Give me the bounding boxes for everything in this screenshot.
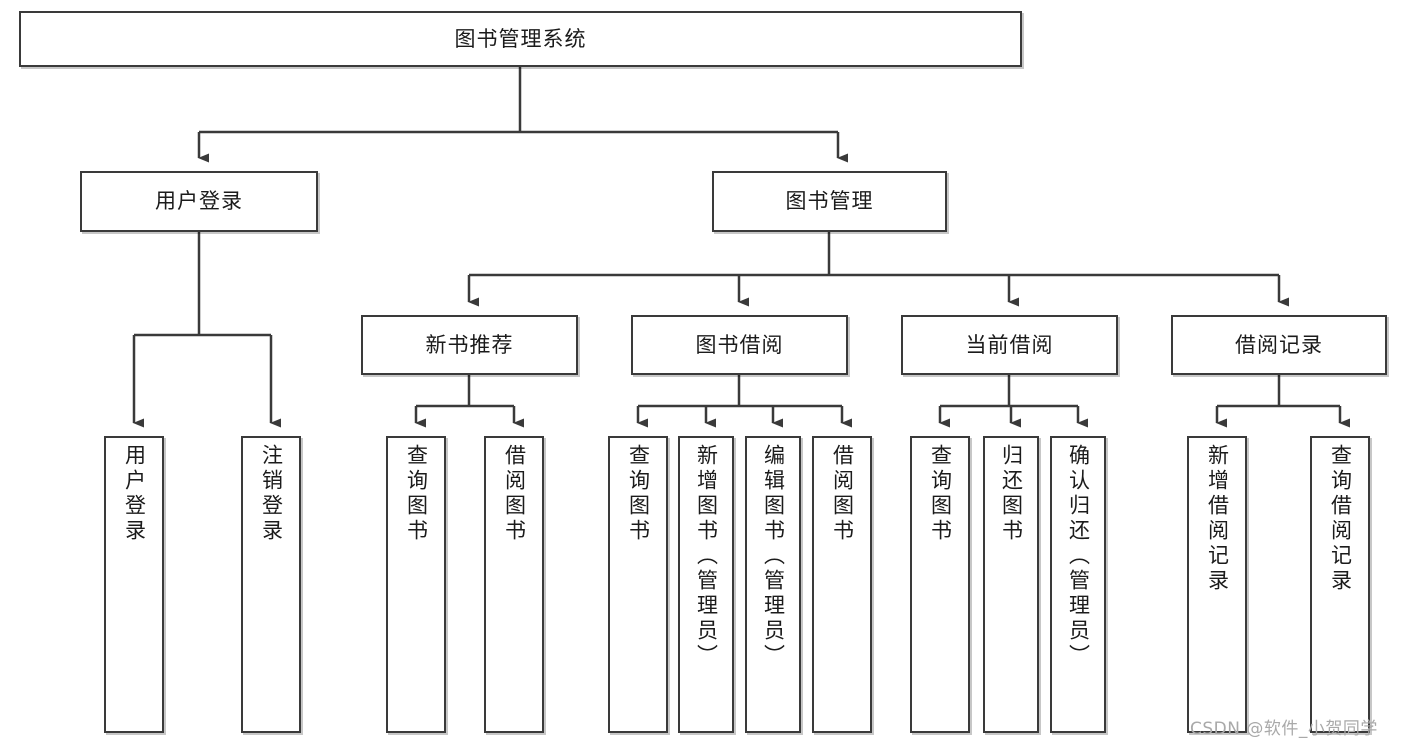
node-leaf-confirm-return-admin-label: 确认归还（管理员） (1066, 444, 1091, 669)
node-level3-book-borrow[interactable]: 图书借阅 (631, 315, 848, 375)
node-leaf-edit-book-admin[interactable]: 编辑图书（管理员） (745, 436, 801, 733)
node-level3-book-borrow-label: 图书借阅 (695, 332, 784, 357)
node-root-label: 图书管理系统 (454, 26, 587, 51)
node-leaf-query-book-borrow-label: 查询图书 (626, 444, 651, 544)
node-level2-user-login[interactable]: 用户登录 (80, 171, 318, 232)
node-leaf-borrow-book-recommend-label: 借阅图书 (502, 444, 527, 544)
node-leaf-query-book-recommend[interactable]: 查询图书 (386, 436, 446, 733)
node-leaf-logout[interactable]: 注销登录 (241, 436, 301, 733)
node-level2-book-management[interactable]: 图书管理 (712, 171, 947, 232)
node-leaf-query-borrow-record[interactable]: 查询借阅记录 (1310, 436, 1370, 733)
node-leaf-add-book-admin[interactable]: 新增图书（管理员） (678, 436, 734, 733)
node-leaf-query-borrow-record-label: 查询借阅记录 (1328, 444, 1353, 594)
node-leaf-add-book-admin-label: 新增图书（管理员） (694, 444, 719, 669)
node-leaf-borrow-book-recommend[interactable]: 借阅图书 (484, 436, 544, 733)
node-leaf-add-borrow-record[interactable]: 新增借阅记录 (1187, 436, 1247, 733)
node-level3-new-book-recommend[interactable]: 新书推荐 (361, 315, 578, 375)
node-leaf-user-login-label: 用户登录 (122, 444, 147, 544)
node-leaf-confirm-return-admin[interactable]: 确认归还（管理员） (1050, 436, 1106, 733)
node-leaf-query-book-current[interactable]: 查询图书 (910, 436, 970, 733)
node-leaf-user-login[interactable]: 用户登录 (104, 436, 164, 733)
node-leaf-add-borrow-record-label: 新增借阅记录 (1205, 444, 1230, 594)
node-leaf-edit-book-admin-label: 编辑图书（管理员） (761, 444, 786, 669)
node-leaf-query-book-current-label: 查询图书 (928, 444, 953, 544)
node-level2-book-management-label: 图书管理 (785, 189, 874, 214)
node-leaf-return-book-label: 归还图书 (999, 444, 1024, 544)
node-level2-user-login-label: 用户登录 (155, 189, 243, 214)
node-root[interactable]: 图书管理系统 (19, 11, 1022, 67)
node-leaf-query-book-recommend-label: 查询图书 (404, 444, 429, 544)
node-level3-new-book-recommend-label: 新书推荐 (425, 332, 514, 357)
node-level3-current-borrow-label: 当前借阅 (965, 332, 1054, 357)
node-leaf-borrow-book-label: 借阅图书 (830, 444, 855, 544)
node-leaf-borrow-book[interactable]: 借阅图书 (812, 436, 872, 733)
node-level3-current-borrow[interactable]: 当前借阅 (901, 315, 1118, 375)
node-level3-borrow-record-label: 借阅记录 (1235, 332, 1323, 357)
node-leaf-return-book[interactable]: 归还图书 (983, 436, 1039, 733)
node-leaf-logout-label: 注销登录 (259, 444, 284, 544)
node-leaf-query-book-borrow[interactable]: 查询图书 (608, 436, 668, 733)
node-level3-borrow-record[interactable]: 借阅记录 (1171, 315, 1387, 375)
